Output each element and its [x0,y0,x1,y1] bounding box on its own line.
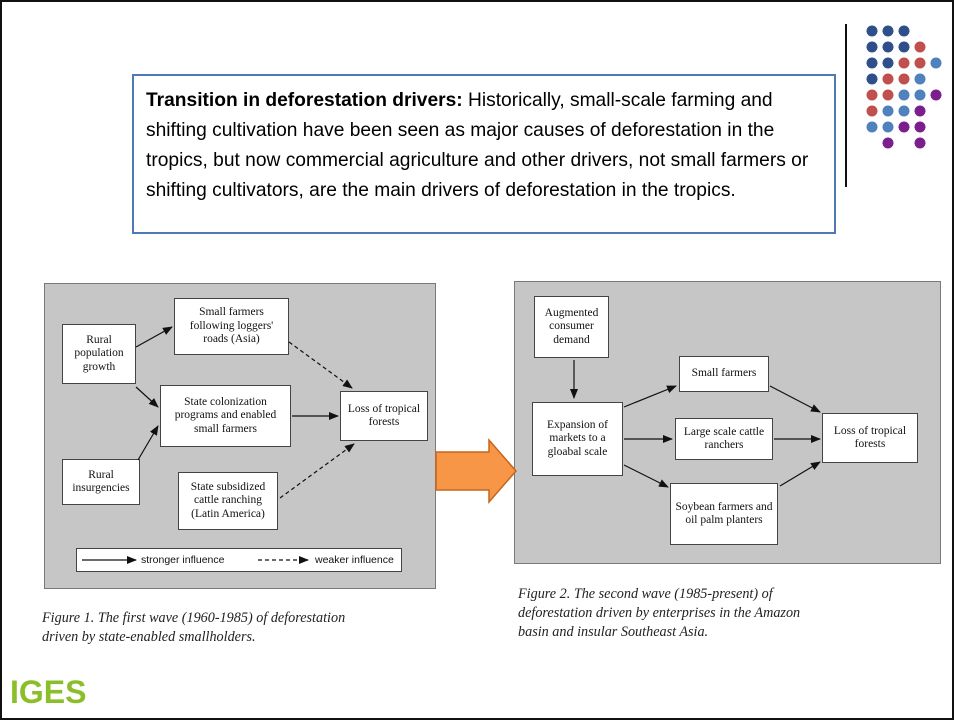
fig1-loss-box: Loss of tropical forests [340,391,428,441]
dot-grid-icon [866,25,942,149]
fig1-state-colonization-box: State colonization programs and enabled … [160,385,291,447]
fig2-cattle-ranchers-box: Large scale cattle ranchers [675,418,773,460]
figure2-caption-line2: deforestation driven by enterprises in t… [518,605,801,621]
fig1-legend: stronger influence weaker influence [76,548,402,572]
fig2-small-farmers-box: Small farmers [679,356,769,392]
fig2-consumer-demand-box: Augmented consumer demand [534,296,609,358]
fig2-expansion-box: Expansion of markets to a gloabal scale [532,402,623,476]
transition-arrow-icon [435,437,517,505]
fig1-rural-insurgencies-box: Rural insurgencies [62,459,140,505]
iges-logo: IGES [10,674,87,710]
callout-title: Transition in deforestation drivers: [146,90,463,111]
legend-strong-label: stronger influence [141,554,225,566]
figure2-caption-line1: Figure 2. The second wave (1985-present)… [518,586,773,602]
figure2-caption: Figure 2. The second wave (1985-present)… [518,585,938,642]
legend-weak-label: weaker influence [315,554,394,566]
figure1-caption: Figure 1. The first wave (1960-1985) of … [42,609,462,647]
divider-line [845,24,847,187]
fig1-rural-population-box: Rural population growth [62,324,136,384]
callout-text: Historically, small-scale farming and sh… [146,90,809,201]
fig1-small-farmers-box: Small farmers following loggers' roads (… [174,298,289,355]
figure1-caption-line2: driven by state-enabled smallholders. [42,629,256,645]
fig2-loss-box: Loss of tropical forests [822,413,918,463]
figure1-caption-line1: Figure 1. The first wave (1960-1985) of … [42,610,346,626]
fig1-cattle-ranching-box: State subsidized cattle ranching (Latin … [178,472,278,530]
fig2-soybean-box: Soybean farmers and oil palm planters [670,483,778,545]
figure2-caption-line3: basin and insular Southeast Asia. [518,624,709,640]
callout-box: Transition in deforestation drivers: His… [132,74,836,234]
